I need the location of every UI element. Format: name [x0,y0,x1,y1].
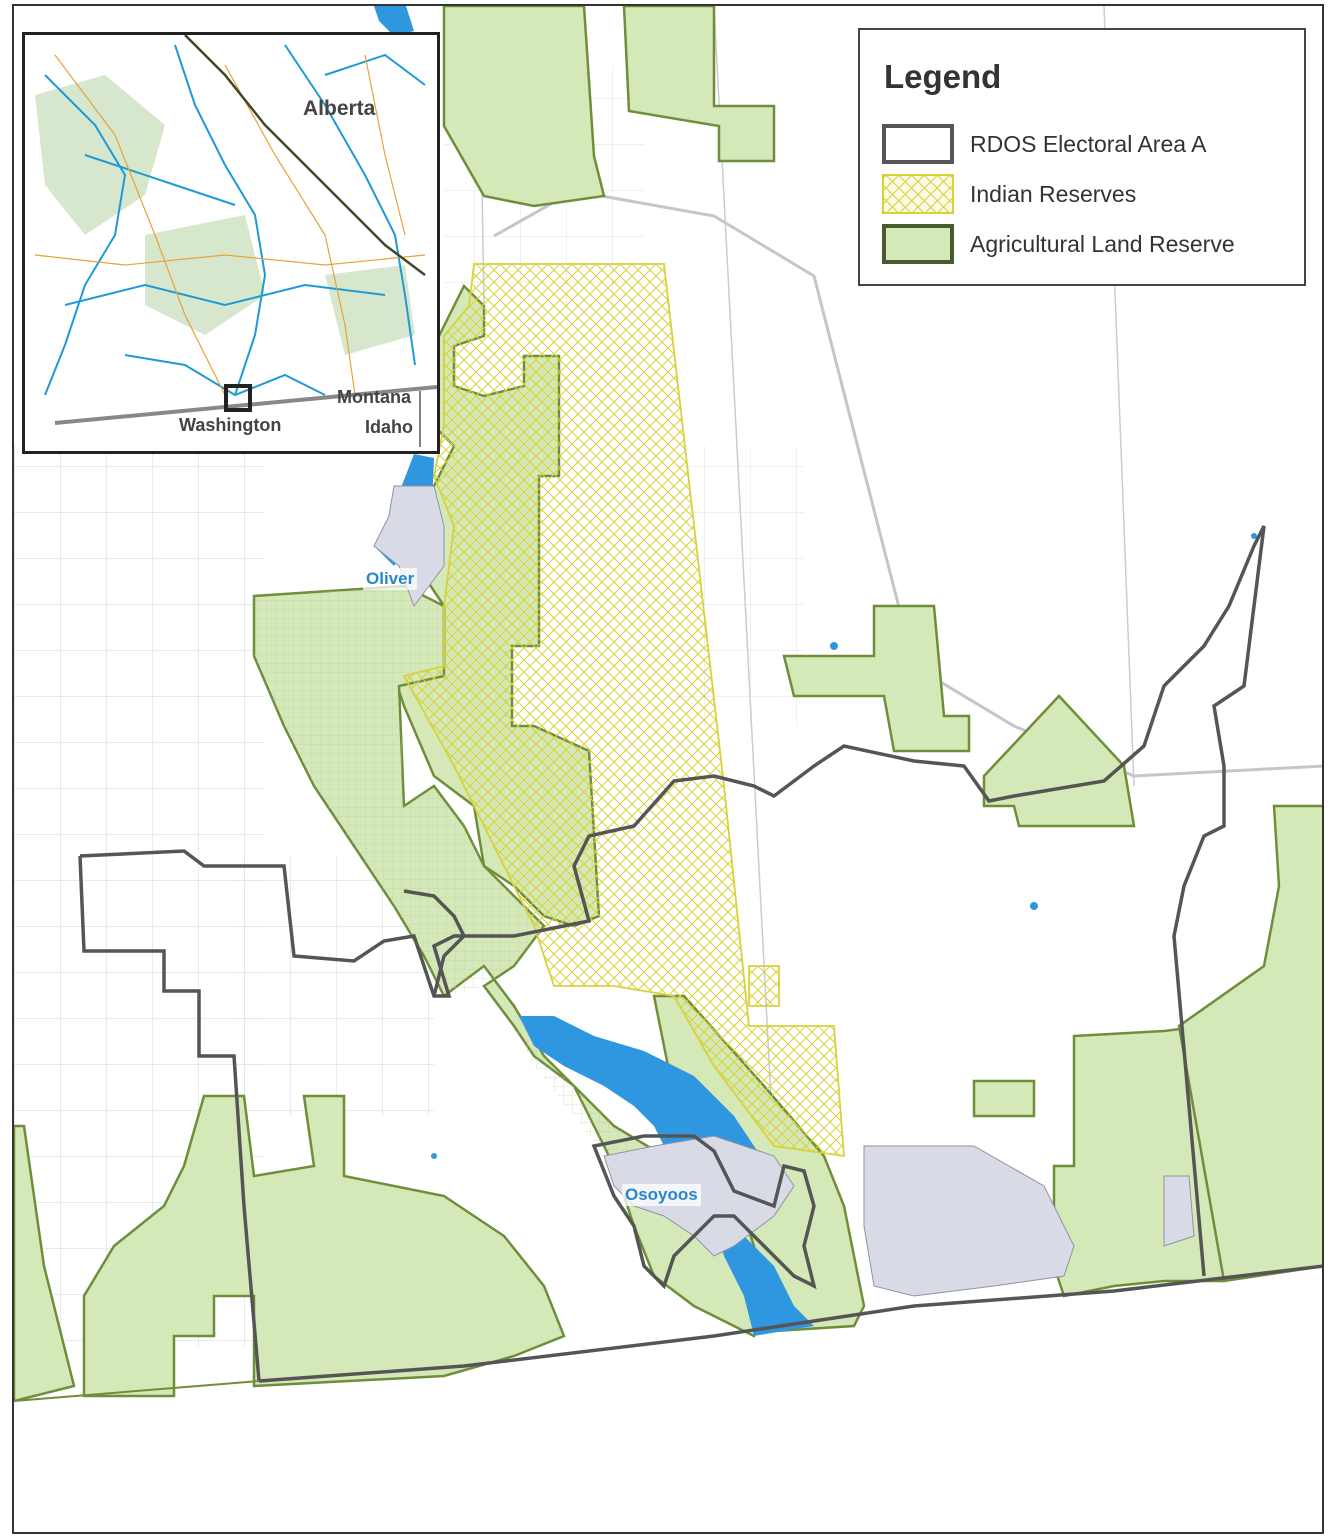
inset-label-alberta: Alberta [303,97,376,120]
inset-vegetation [35,75,415,355]
inset-us-border [54,385,437,425]
legend: Legend RDOS Electoral Area A Indian Rese… [858,28,1306,286]
legend-item-alr: Agricultural Land Reserve [882,224,1302,264]
electoral-area-boundary [78,525,1322,1383]
legend-label: Agricultural Land Reserve [970,231,1235,257]
inset-label-montana: Montana [337,387,411,407]
legend-label: RDOS Electoral Area A [970,131,1207,157]
legend-swatch-outline [882,124,954,164]
inset-label-idaho: Idaho [365,417,413,437]
legend-item-indian-reserves: Indian Reserves [882,174,1302,214]
legend-swatch-fill [882,224,954,264]
map-lower-edge [14,1380,260,1402]
inset-provincial-border [184,35,426,276]
inset-study-area-marker [224,384,252,412]
legend-swatch-hatch [882,174,954,214]
town-label-osoyoos: Osoyoos [622,1184,701,1206]
inset-label-washington: Washington [179,415,282,435]
inset-roads [34,54,426,396]
legend-title: Legend [884,58,1002,95]
base-map [14,6,1322,1403]
legend-label: Indian Reserves [970,181,1137,207]
inset-rivers [44,44,426,397]
town-label-oliver: Oliver [363,568,418,590]
inset-locator-map: Alberta Montana Idaho Washington [22,32,440,454]
inset-base-map [25,35,437,451]
legend-item-electoral-area: RDOS Electoral Area A [882,124,1302,164]
alr-fine-parcels [254,586,544,996]
